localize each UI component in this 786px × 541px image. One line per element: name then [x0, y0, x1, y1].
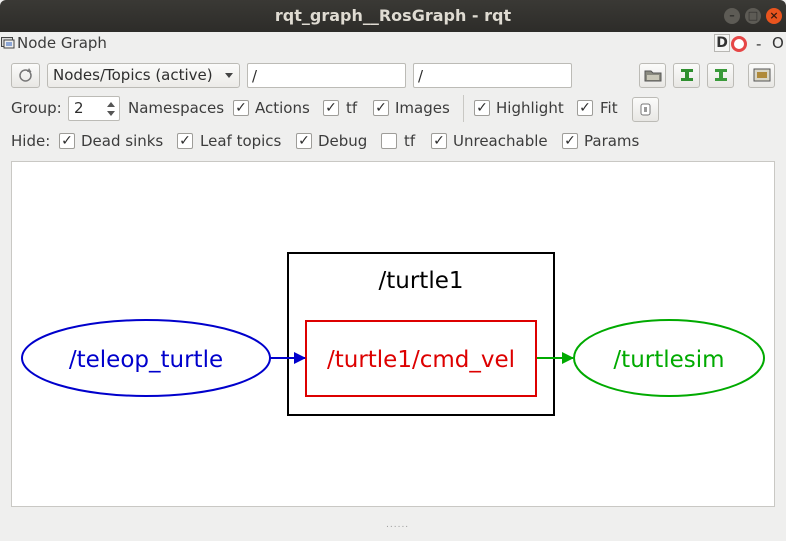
plugin-header: Node Graph D - O [0, 32, 786, 56]
spin-down-icon[interactable] [107, 111, 115, 116]
refresh-button[interactable] [11, 63, 40, 88]
image-icon [753, 68, 771, 82]
topic-filter-field[interactable] [413, 63, 572, 88]
fit-in-view-button[interactable] [632, 97, 659, 122]
spin-up-icon[interactable] [107, 102, 115, 107]
topic-box[interactable] [305, 320, 537, 397]
group-label: Group: [11, 99, 62, 117]
namespace-label: /turtle1 [379, 268, 464, 294]
fit-checkbox[interactable]: ✓ [577, 100, 593, 116]
subscriber-node-ellipse[interactable] [573, 319, 765, 397]
hide-label: Hide: [11, 132, 51, 150]
fit-view-icon [640, 103, 651, 116]
leaf-topics-checkbox[interactable]: ✓ [177, 133, 193, 149]
params-checkbox[interactable]: ✓ [562, 133, 578, 149]
subscriber-node-label: /turtlesim [613, 347, 724, 373]
plugin-title: Node Graph [17, 34, 107, 52]
actions-label: Actions [255, 99, 310, 117]
dead-sinks-label: Dead sinks [81, 132, 164, 150]
node-graph-icon [1, 37, 15, 49]
topic-filter-input[interactable] [414, 64, 571, 87]
namespace-box [287, 252, 555, 416]
namespaces-label: Namespaces [128, 99, 225, 117]
minimize-plugin-button[interactable]: - [756, 35, 762, 53]
dead-sinks-checkbox[interactable]: ✓ [59, 133, 75, 149]
hide-tf-checkbox[interactable] [381, 133, 397, 149]
refresh-icon [19, 68, 32, 82]
float-plugin-button[interactable]: O [772, 34, 784, 52]
images-label: Images [395, 99, 450, 117]
highlight-label: Highlight [496, 99, 564, 117]
help-lifebuoy-icon[interactable] [731, 36, 747, 52]
save-dot-button[interactable] [673, 63, 700, 88]
debug-checkbox[interactable]: ✓ [296, 133, 312, 149]
folder-icon [644, 70, 662, 82]
save-dot-icon [681, 69, 693, 81]
group-spinbox[interactable]: 2 [68, 96, 120, 121]
window-title: rqt_graph__RosGraph - rqt [274, 6, 512, 25]
tf-label: tf [346, 99, 358, 117]
save-image-button[interactable] [748, 63, 775, 88]
params-label: Params [584, 132, 640, 150]
chevron-down-icon [225, 73, 233, 78]
graph-mode-value: Nodes/Topics (active) [53, 66, 213, 84]
dock-button[interactable]: D [714, 34, 730, 52]
hide-tf-label: tf [404, 132, 416, 150]
save-svg-button[interactable] [707, 63, 734, 88]
minimize-button[interactable]: – [724, 8, 740, 24]
publisher-node-label: /teleop_turtle [69, 347, 223, 373]
namespaces-checkbox[interactable]: ✓ [233, 100, 249, 116]
images-checkbox[interactable]: ✓ [373, 100, 389, 116]
close-button[interactable]: × [766, 8, 782, 24]
node-filter-field[interactable] [247, 63, 406, 88]
window-titlebar: rqt_graph__RosGraph - rqt – □ × [0, 0, 786, 32]
group-value: 2 [74, 99, 84, 117]
maximize-button[interactable]: □ [745, 8, 761, 24]
graph-mode-select[interactable]: Nodes/Topics (active) [47, 63, 240, 88]
resize-grip[interactable]: ...... [386, 520, 410, 530]
node-filter-input[interactable] [248, 64, 405, 87]
tf-checkbox[interactable]: ✓ [323, 100, 339, 116]
unreachable-label: Unreachable [453, 132, 548, 150]
toolbar-separator [463, 95, 464, 122]
debug-label: Debug [318, 132, 368, 150]
fit-label: Fit [600, 99, 618, 117]
save-svg-icon [715, 69, 727, 81]
graph-canvas[interactable]: /turtle1 /turtle1/cmd_vel /teleop_turtle… [11, 161, 775, 507]
highlight-checkbox[interactable]: ✓ [474, 100, 490, 116]
load-dot-button[interactable] [639, 63, 666, 88]
leaf-topics-label: Leaf topics [200, 132, 282, 150]
topic-label: /turtle1/cmd_vel [327, 347, 515, 373]
ros-graph: /turtle1 /turtle1/cmd_vel /teleop_turtle… [21, 252, 765, 416]
unreachable-checkbox[interactable]: ✓ [431, 133, 447, 149]
